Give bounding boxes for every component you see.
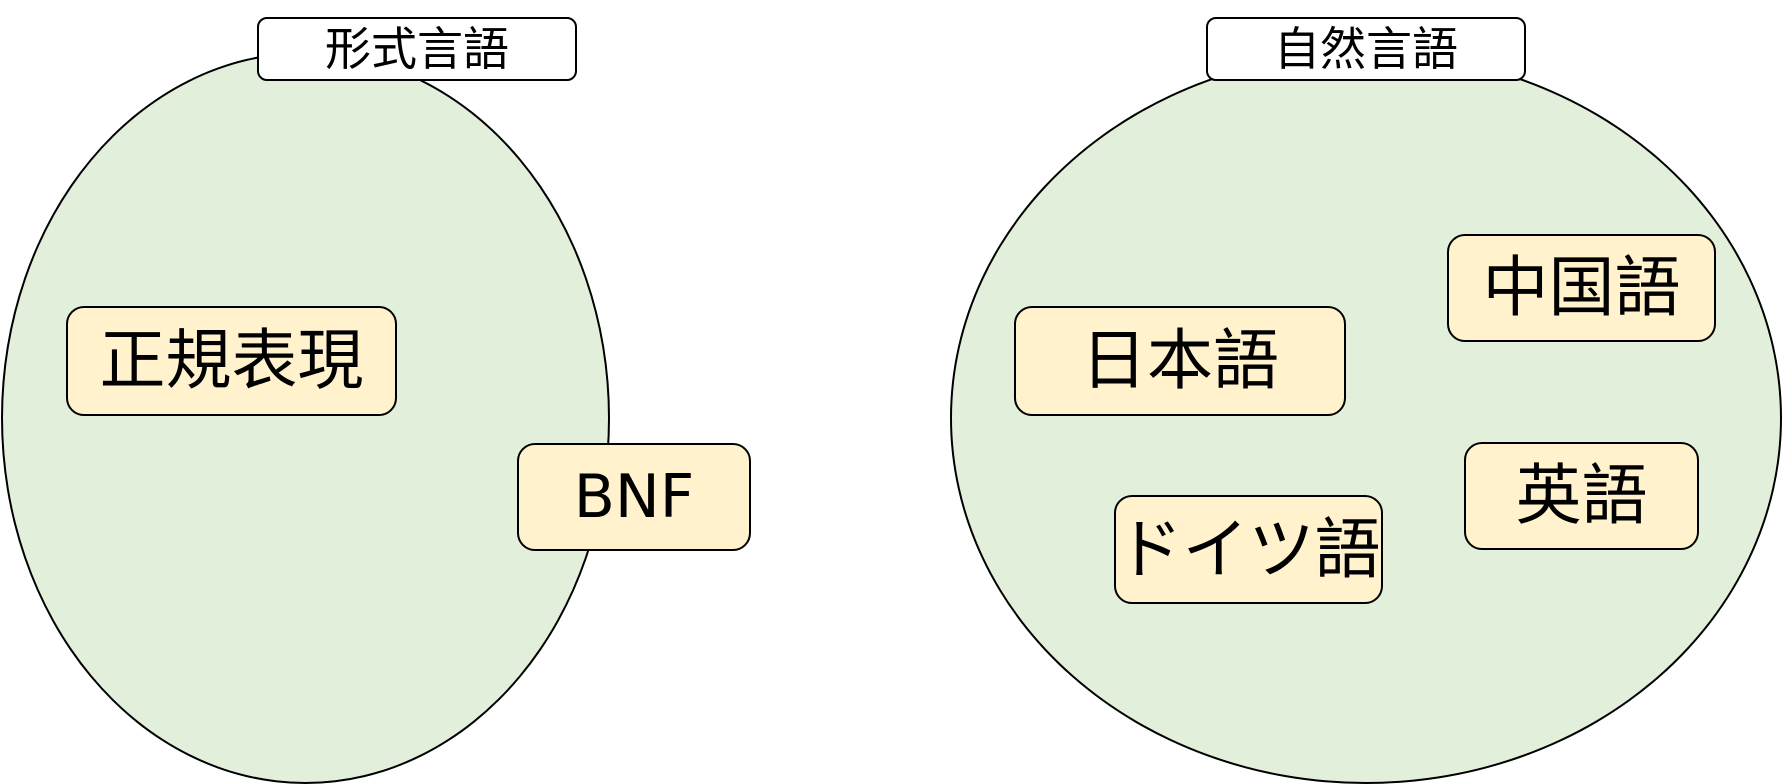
item-regular-expression-label: 正規表現 [99,322,364,399]
item-german: ドイツ語 [1114,495,1383,604]
item-english: 英語 [1464,442,1699,550]
item-japanese: 日本語 [1014,306,1346,416]
item-chinese: 中国語 [1447,234,1716,342]
item-bnf-label: BNF [573,462,695,532]
item-german-label: ドイツ語 [1116,510,1381,588]
formal-language-title: 形式言語 [257,17,577,81]
natural-language-title: 自然言語 [1206,17,1526,81]
natural-language-ellipse [950,52,1782,784]
item-chinese-label: 中国語 [1482,249,1681,326]
formal-language-ellipse [1,52,610,784]
formal-language-title-text: 形式言語 [325,22,509,76]
item-regular-expression: 正規表現 [66,306,397,416]
item-bnf: BNF [517,443,751,551]
natural-language-title-text: 自然言語 [1274,22,1458,76]
item-english-label: 英語 [1515,457,1648,534]
item-japanese-label: 日本語 [1081,322,1279,399]
